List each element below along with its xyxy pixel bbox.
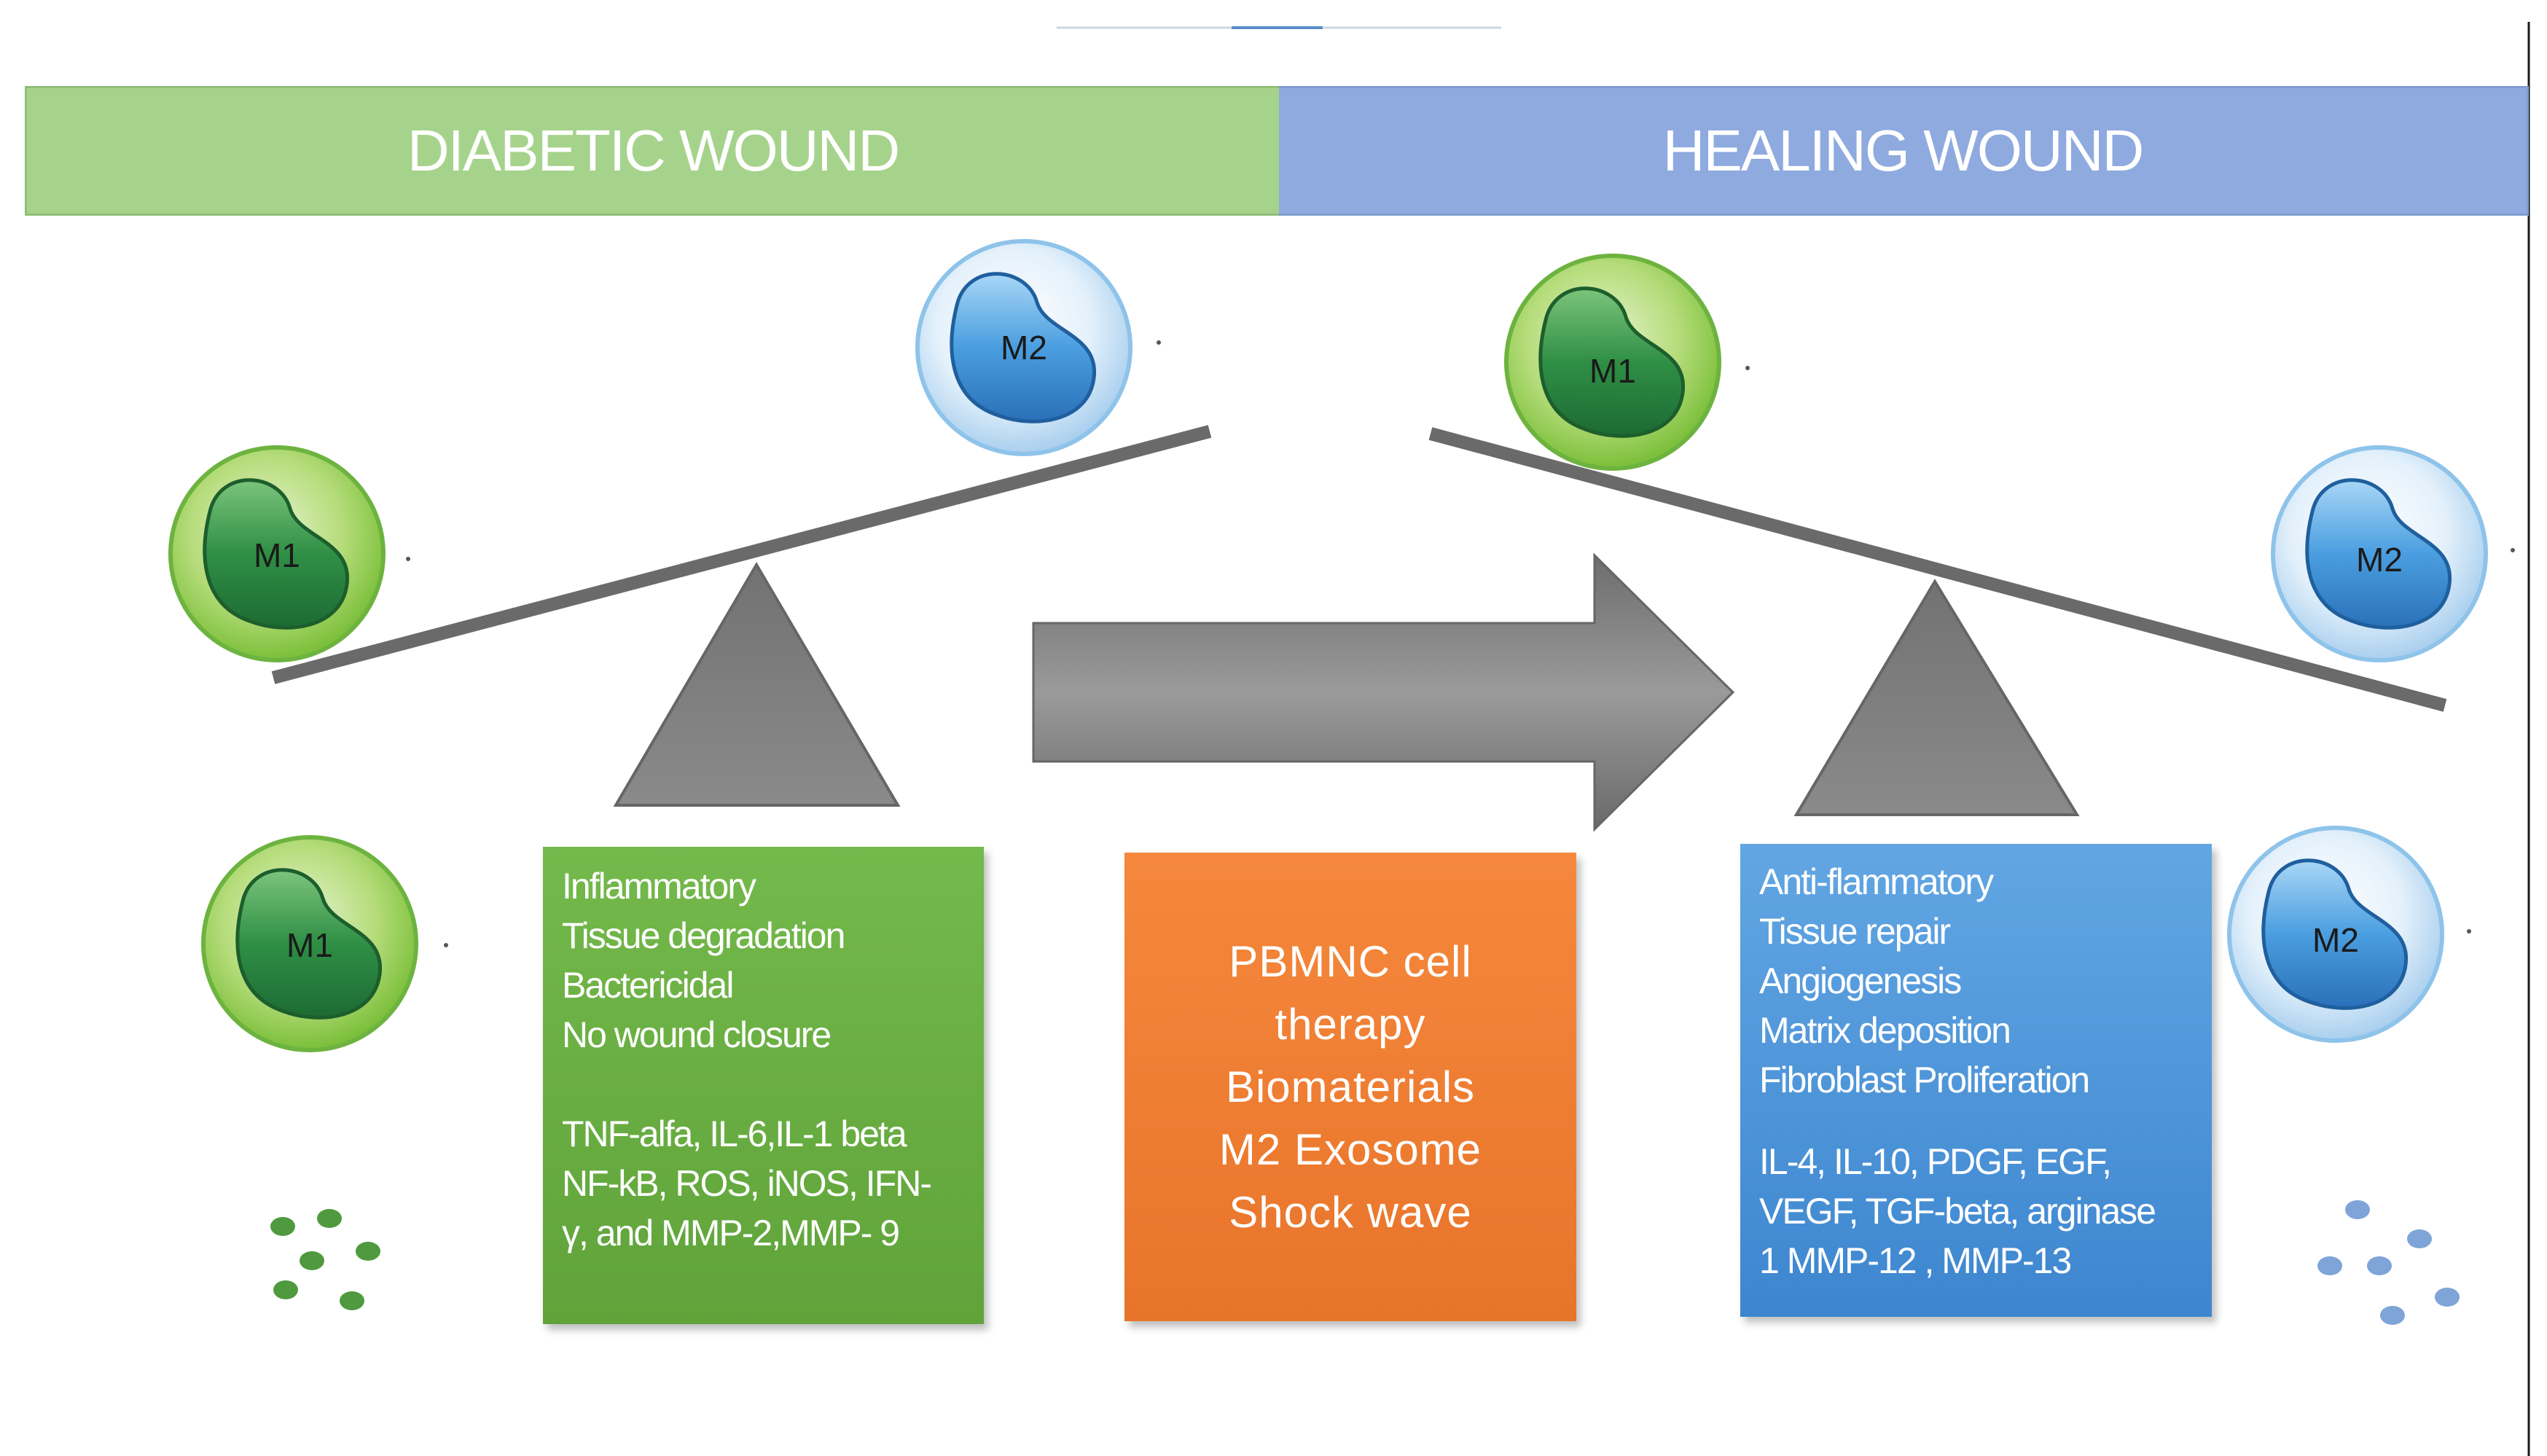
healing-wound-banner: HEALING WOUND [1279, 86, 2529, 216]
green-cytokine-particles [270, 1209, 380, 1310]
effect-line: Anti-flammatory [1759, 861, 1994, 902]
diabetic-balance-fulcrum [613, 562, 901, 807]
effect-line: Tissue repair [1759, 911, 1951, 952]
effect-line: Inflammatory [562, 866, 756, 907]
cytokine-line: IL-4, IL-10, PDGF, EGF, [1759, 1141, 2112, 1182]
therapy-line: PBMNC cell [1229, 936, 1472, 986]
effect-line: Tissue degradation [562, 915, 845, 956]
dot-mark [1745, 366, 1750, 370]
effect-line: Bactericidal [562, 965, 734, 1006]
m1-label: M1 [254, 536, 300, 574]
cytokine-line: γ, and MMP-2,MMP- 9 [562, 1213, 900, 1253]
m1-cell-diabetic-left: M1 [171, 447, 383, 660]
transition-arrow [1032, 552, 1735, 832]
healing-balance-fulcrum [1793, 579, 2080, 816]
banner-title: DIABETIC WOUND [407, 118, 900, 183]
effect-line: Matrix deposition [1759, 1010, 2011, 1051]
m1-label: M1 [1589, 352, 1636, 390]
cytokine-line: TNF-alfa, IL-6,IL-1 beta [562, 1113, 907, 1154]
healing-balance-beam [1428, 427, 2447, 712]
therapy-line: M2 Exosome [1218, 1124, 1482, 1174]
effect-line: No wound closure [562, 1014, 832, 1055]
spacer [562, 1060, 984, 1109]
dot-mark [2467, 929, 2471, 934]
dot-mark [1157, 340, 1161, 345]
dot-mark [406, 557, 410, 561]
m1-label: M1 [286, 926, 333, 964]
m2-label: M2 [2356, 541, 2403, 579]
banner-title: HEALING WOUND [1662, 118, 2144, 183]
therapy-line: Biomaterials [1225, 1062, 1476, 1111]
effect-line: Fibroblast Proliferation [1759, 1060, 2090, 1100]
m2-cell-diabetic-top: M2 [918, 241, 1130, 454]
blue-cytokine-particles [2317, 1200, 2460, 1325]
diabetic-wound-banner: DIABETIC WOUND [25, 86, 1279, 216]
m2-cell-healing-right: M2 [2273, 447, 2486, 660]
m2-label: M2 [2312, 921, 2359, 959]
dot-mark [444, 943, 448, 947]
dot-mark [2511, 548, 2515, 552]
m2-cell-healing-bottom: M2 [2229, 828, 2442, 1041]
cytokine-line: VEGF, TGF-beta, arginase [1759, 1191, 2156, 1232]
effect-line: Angiogenesis [1759, 960, 1962, 1001]
cytokine-line: NF-kB, ROS, iNOS, IFN- [562, 1163, 932, 1204]
spacer [1759, 1105, 2212, 1137]
diabetic-effects-box: Inflammatory Tissue degradation Bacteric… [543, 847, 984, 1324]
therapy-line: therapy [1275, 999, 1426, 1049]
diabetic-balance-beam [271, 425, 1212, 684]
therapy-box: PBMNC cell therapy Biomaterials M2 Exoso… [1124, 853, 1576, 1321]
healing-effects-box: Anti-flammatory Tissue repair Angiogenes… [1740, 844, 2212, 1317]
m1-cell-diabetic-bottom: M1 [203, 837, 416, 1050]
cytokine-line: 1 MMP-12 , MMP-13 [1759, 1240, 2072, 1281]
therapy-line: Shock wave [1229, 1187, 1472, 1237]
m1-cell-healing-top: M1 [1506, 256, 1719, 469]
m2-label: M2 [1001, 329, 1047, 367]
